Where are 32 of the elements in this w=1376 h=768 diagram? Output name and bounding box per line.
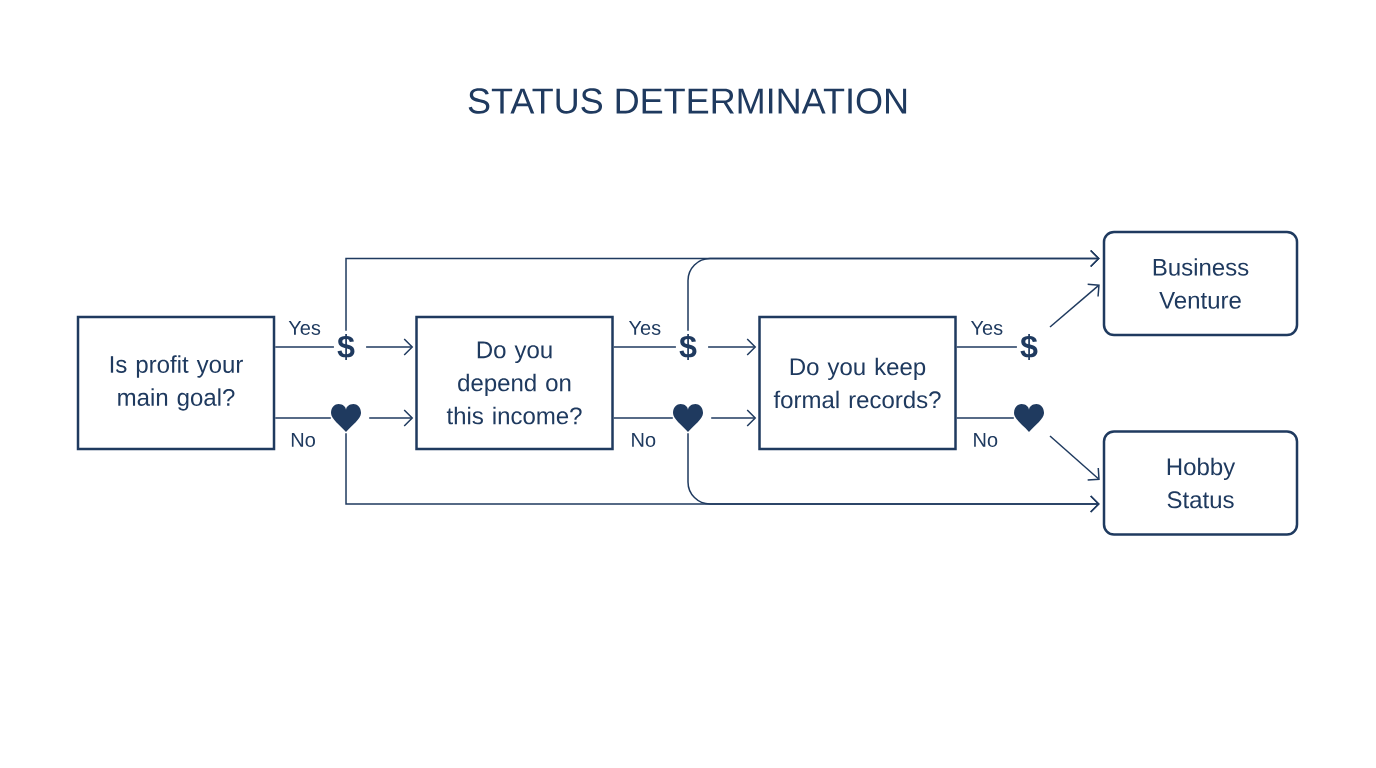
edge-label: Yes bbox=[628, 321, 661, 335]
question-box: Do you keep formal records? bbox=[758, 315, 957, 451]
heart-icon bbox=[673, 404, 703, 432]
arrow bbox=[710, 409, 757, 427]
connector-line bbox=[956, 417, 1015, 419]
heart-icon bbox=[331, 404, 361, 432]
connector-line bbox=[274, 346, 335, 348]
connector-line bbox=[274, 417, 332, 419]
arrow bbox=[365, 338, 414, 356]
title: STATUS DETERMINATION bbox=[468, 88, 907, 114]
arrow bbox=[687, 249, 1100, 332]
dollar-sign: $ bbox=[337, 333, 355, 361]
arrow bbox=[1049, 435, 1100, 481]
result-box: Business Venture bbox=[1102, 230, 1299, 337]
question-box: Do you depend on this income? bbox=[415, 315, 614, 451]
question-box: Is profit your main goal? bbox=[76, 315, 276, 451]
edge-label: Yes bbox=[288, 321, 321, 335]
connector-line bbox=[613, 346, 677, 348]
connector-line bbox=[956, 346, 1018, 348]
arrow bbox=[707, 338, 757, 356]
result-box: Hobby Status bbox=[1102, 430, 1299, 536]
edge-label: Yes bbox=[970, 321, 1003, 335]
edge-label: No bbox=[632, 433, 656, 447]
dollar-sign: $ bbox=[679, 333, 697, 361]
heart-icon bbox=[1014, 404, 1044, 432]
edge-label: No bbox=[974, 433, 998, 447]
arrow bbox=[368, 409, 414, 427]
dollar-sign: $ bbox=[1020, 333, 1038, 361]
arrow bbox=[687, 432, 1100, 513]
arrow bbox=[1049, 283, 1100, 328]
edge-label: No bbox=[291, 433, 315, 447]
connector-line bbox=[613, 417, 674, 419]
